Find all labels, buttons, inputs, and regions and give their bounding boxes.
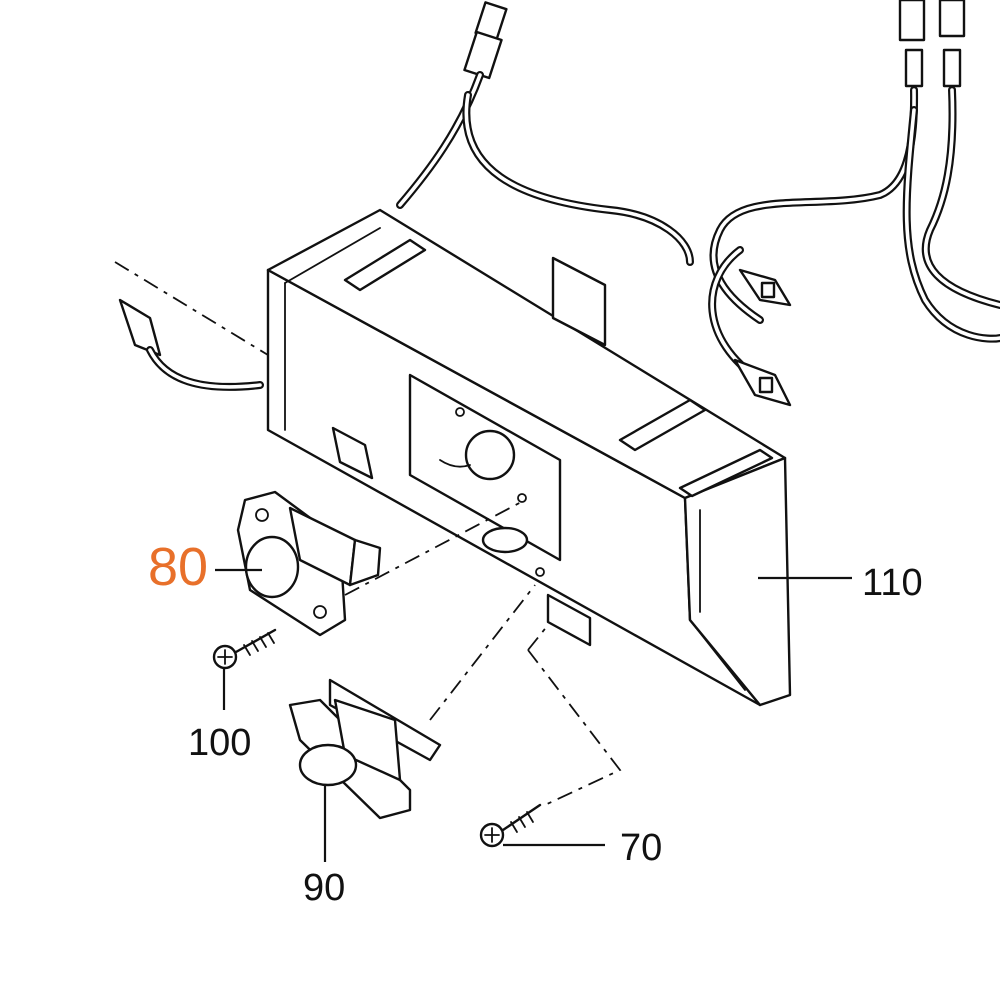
screw-part-100 — [212, 628, 277, 670]
callout-70: 70 — [620, 827, 662, 869]
spade-terminal-lower — [733, 358, 792, 407]
callout-90: 90 — [303, 867, 345, 909]
housing-part-110 — [266, 208, 792, 707]
callout-100: 100 — [188, 722, 251, 764]
left-spade-terminal — [118, 298, 162, 357]
right-top-connectors — [898, 0, 966, 88]
wiring-harness — [114, 0, 1000, 407]
thermostat-part-90 — [288, 584, 536, 820]
callout-110: 110 — [862, 562, 923, 604]
thermostat-part-80 — [236, 490, 526, 637]
top-connector — [463, 1, 508, 80]
screw-part-70 — [479, 624, 622, 848]
callout-80: 80 — [148, 537, 208, 597]
spade-terminal-upper — [738, 268, 792, 307]
